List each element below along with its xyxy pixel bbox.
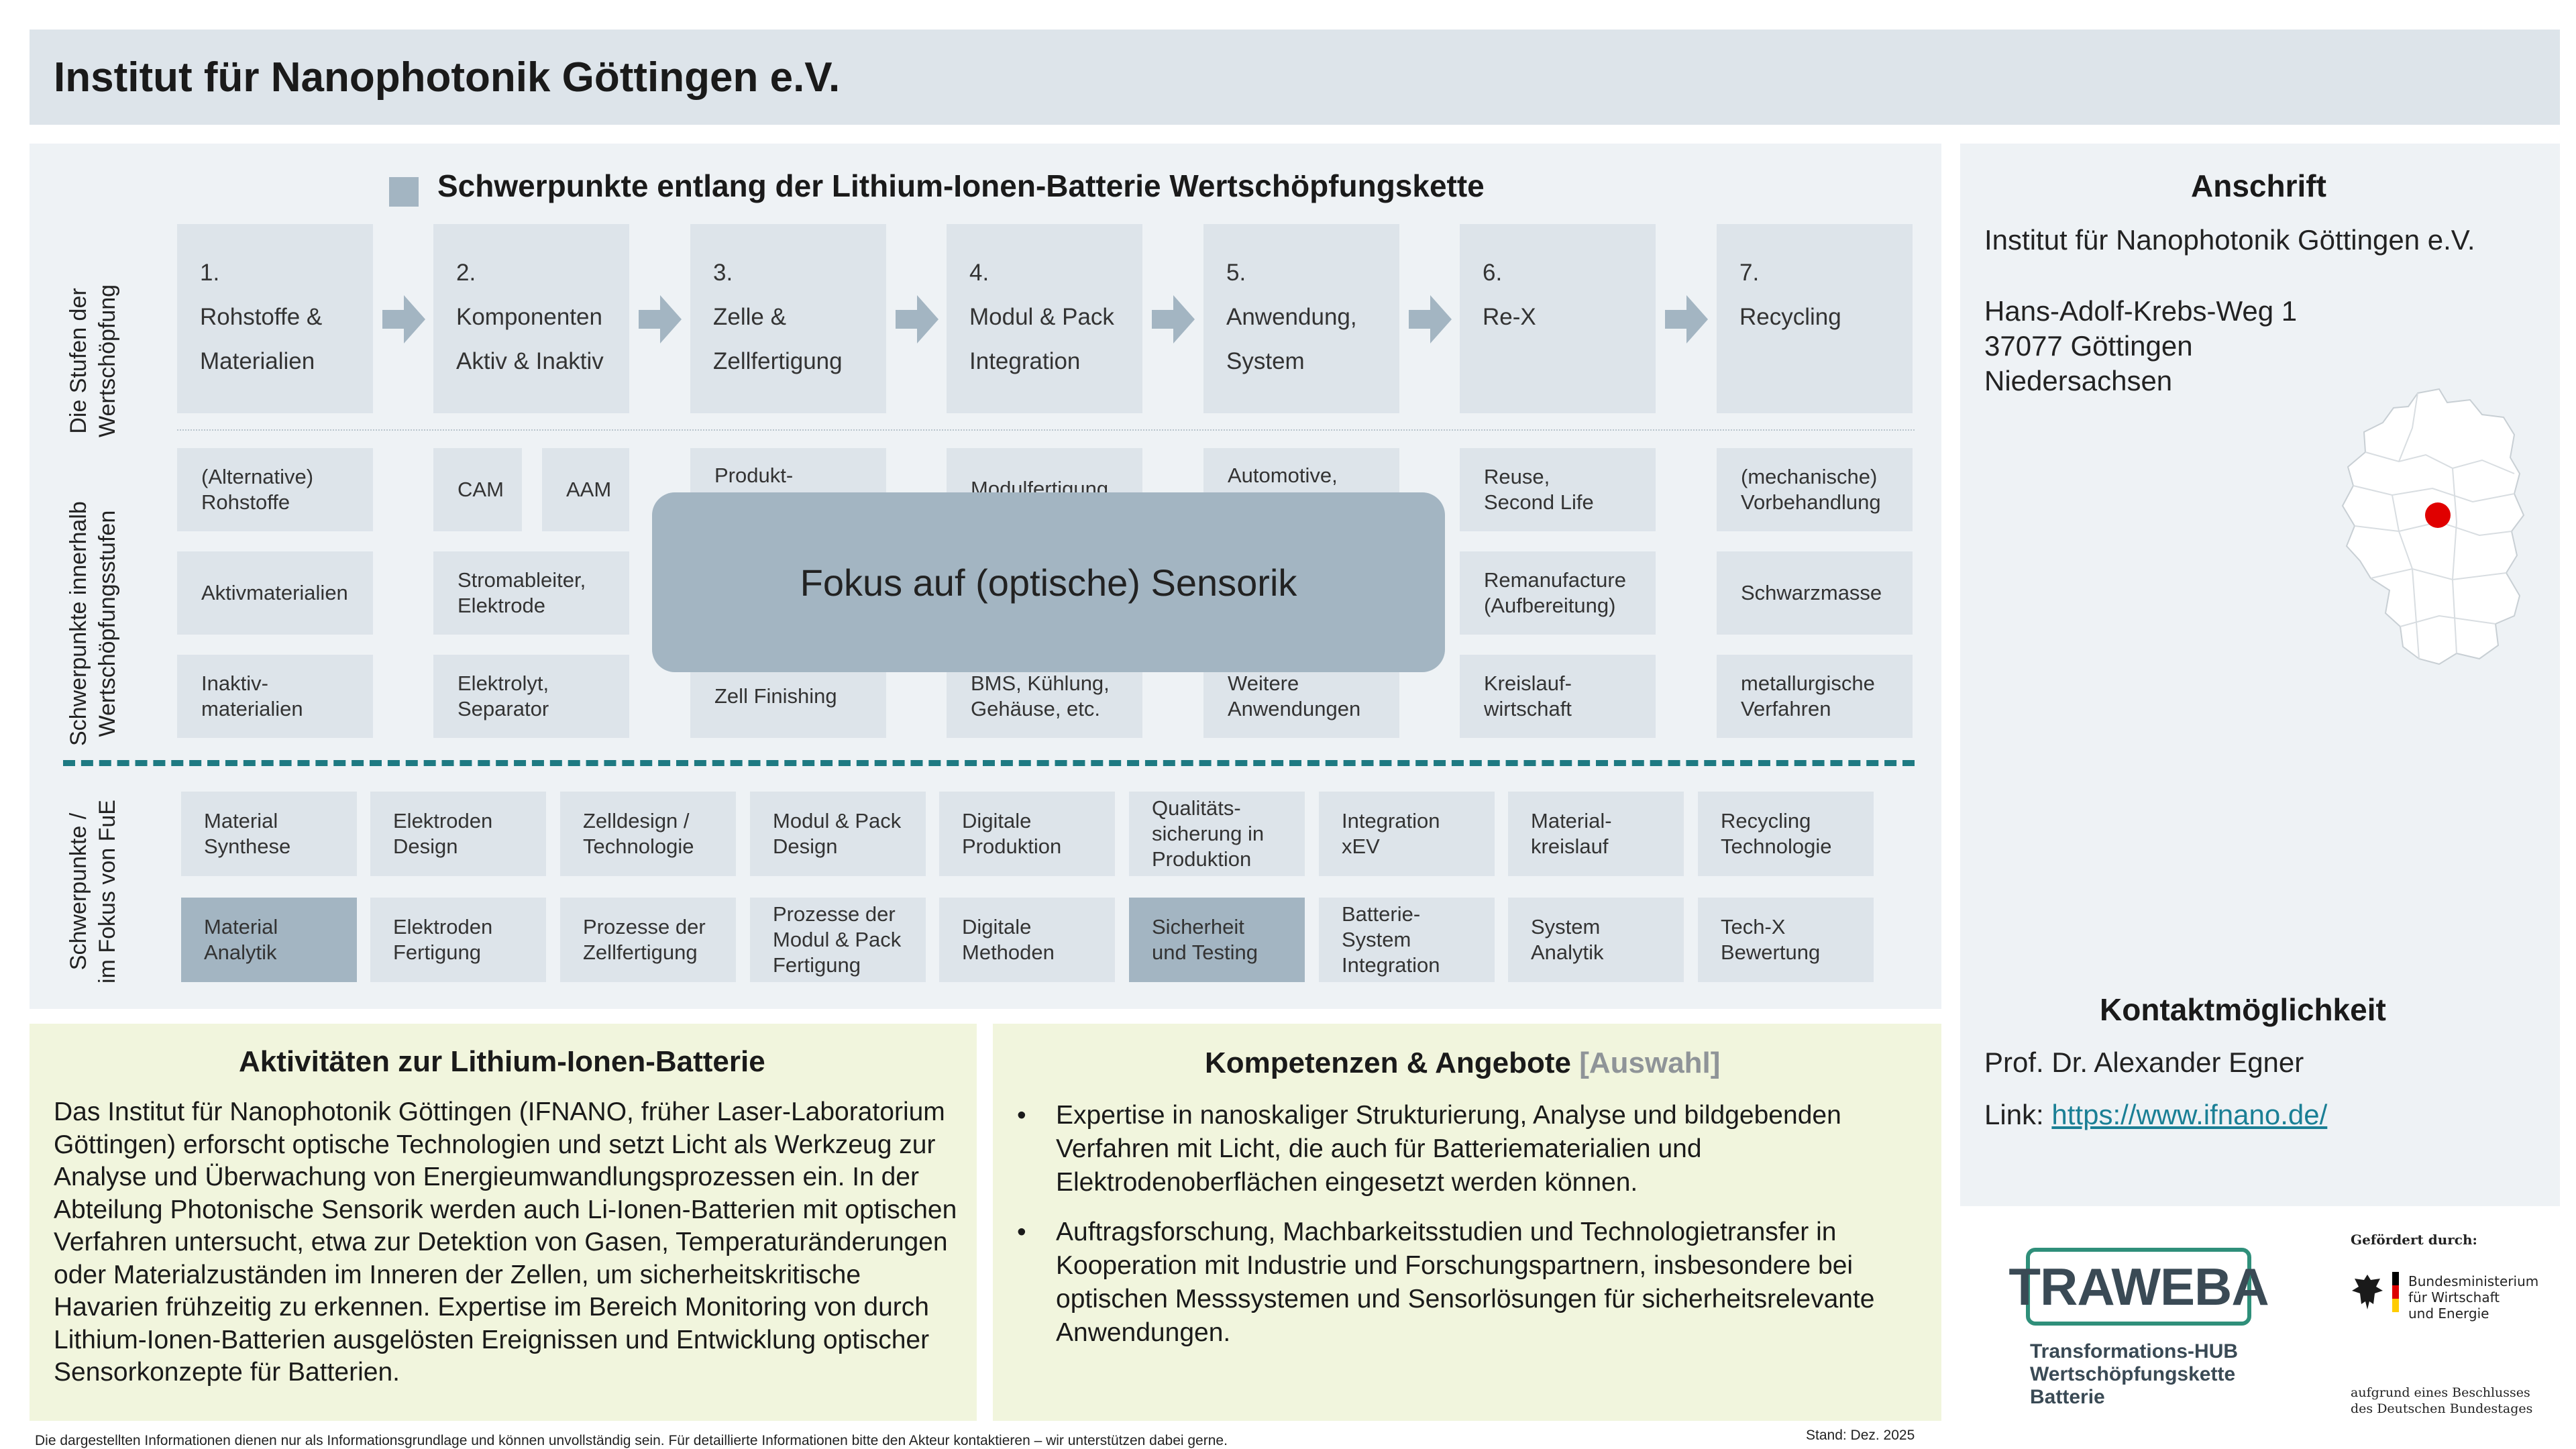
focus-cell: Reuse, Second Life [1460,448,1656,531]
flag-red-stripe [2392,1285,2399,1299]
fue-cell: Elektroden Design [370,792,546,876]
focus-cell: metallurgische Verfahren [1717,655,1913,738]
fue-cell: Prozesse der Zellfertigung [560,898,736,982]
stage-4: 4. Modul & Pack Integration [947,224,1142,413]
competences-heading: Kompetenzen & Angebote [Auswahl] [1205,1046,1721,1079]
focus-cell: (mechanische) Vorbehandlung [1717,448,1913,531]
page-title: Institut für Nanophotonik Göttingen e.V. [54,54,841,101]
address-street: Hans-Adolf-Krebs-Weg 1 [1984,295,2298,327]
focus-cell: Aktivmaterialien [177,551,373,635]
title-square-icon [389,177,419,207]
label-fue: Schwerpunkte / im Fokus von FuE [66,800,120,983]
focus-cell: Stromableiter, Elektrode [433,551,629,635]
label-focus-areas: Schwerpunkte innerhalb Wertschöpfungsstu… [66,501,120,746]
focus-cell: CAM [433,448,522,531]
flag-gold-stripe [2392,1299,2399,1312]
traweba-subtitle: Transformations-HUB Wertschöpfungskette … [2030,1340,2239,1408]
header-bar: Institut für Nanophotonik Göttingen e.V. [30,30,2560,125]
footer-date: Stand: Dez. 2025 [1806,1428,1915,1443]
focus-cell: Inaktiv- materialien [177,655,373,738]
fue-cell: Prozesse der Modul & Pack Fertigung [750,898,926,982]
fue-cell-highlighted: Sicherheit und Testing [1129,898,1305,982]
address-city: 37077 Göttingen [1984,330,2193,362]
location-marker-icon [2425,502,2451,528]
federal-eagle-icon [2352,1275,2383,1309]
fue-cell: System Analytik [1508,898,1684,982]
footer-note: Die dargestellten Informationen dienen n… [35,1433,1228,1448]
fue-cell-highlighted: Material Analytik [181,898,357,982]
fue-cell: Material- kreislauf [1508,792,1684,876]
fue-cell: Zelldesign / Technologie [560,792,736,876]
fue-cell: Modul & Pack Design [750,792,926,876]
stage-6: 6. Re-X [1460,224,1656,413]
flag-black-stripe [2392,1272,2399,1285]
fue-cell: Digitale Produktion [939,792,1115,876]
contact-heading: Kontaktmöglichkeit [2100,992,2386,1027]
stage-1: 1. Rohstoffe & Materialien [177,224,373,413]
fue-cell: Batterie- System Integration [1319,898,1495,982]
contact-link-row: Link: https://www.ifnano.de/ [1984,1097,2327,1132]
fue-cell: Integration xEV [1319,792,1495,876]
address-name: Institut für Nanophotonik Göttingen e.V. [1984,224,2475,256]
focus-cell: Remanufacture (Aufbereitung) [1460,551,1656,635]
fue-cell: Material Synthese [181,792,357,876]
fue-cell: Recycling Technologie [1698,792,1874,876]
focus-cell: (Alternative) Rohstoffe [177,448,373,531]
germany-map-icon [2341,388,2525,665]
competence-item: Auftragsforschung, Machbarkeitsstudien u… [1017,1216,1929,1350]
bundestag-note: aufgrund eines Beschlusses des Deutschen… [2351,1385,2533,1416]
stage-5: 5. Anwendung, System [1203,224,1399,413]
activities-panel [30,1024,977,1421]
focus-overlay: Fokus auf (optische) Sensorik [652,492,1445,672]
competence-item: Expertise in nanoskaliger Strukturierung… [1017,1099,1929,1199]
focus-cell: Kreislauf- wirtschaft [1460,655,1656,738]
fue-cell: Qualitäts- sicherung in Produktion [1129,792,1305,876]
fue-cell: Elektroden Fertigung [370,898,546,982]
ministry-name: Bundesministerium für Wirtschaft und Ene… [2408,1273,2539,1322]
funding-label: Gefördert durch: [2351,1232,2477,1248]
stage-separator [177,429,1915,431]
focus-cell: Elektrolyt, Separator [433,655,629,738]
focus-cell: Schwarzmasse [1717,551,1913,635]
chain-title: Schwerpunkte entlang der Lithium-Ionen-B… [437,168,1485,203]
fue-cell: Digitale Methoden [939,898,1115,982]
stage-7: 7. Recycling [1717,224,1913,413]
fue-separator [63,760,1915,766]
stage-3: 3. Zelle & Zellfertigung [690,224,886,413]
contact-person: Prof. Dr. Alexander Egner [1984,1046,2304,1078]
traweba-logo: TRAWEBA [2008,1248,2269,1326]
activities-text: Das Institut für Nanophotonik Göttingen … [54,1097,957,1387]
address-panel [1960,144,2560,1206]
label-stages: Die Stufen der Wertschöpfung [66,284,120,437]
address-state: Niedersachsen [1984,365,2173,396]
focus-cell: AAM [542,448,629,531]
competences-list: Expertise in nanoskaliger Strukturierung… [1017,1099,1929,1366]
address-heading: Anschrift [2191,168,2326,203]
contact-link-label: Link: [1984,1099,2044,1130]
stage-2: 2. Komponenten Aktiv & Inaktiv [433,224,629,413]
contact-link[interactable]: https://www.ifnano.de/ [2051,1099,2328,1130]
activities-heading: Aktivitäten zur Lithium-Ionen-Batterie [239,1045,765,1078]
fue-cell: Tech-X Bewertung [1698,898,1874,982]
